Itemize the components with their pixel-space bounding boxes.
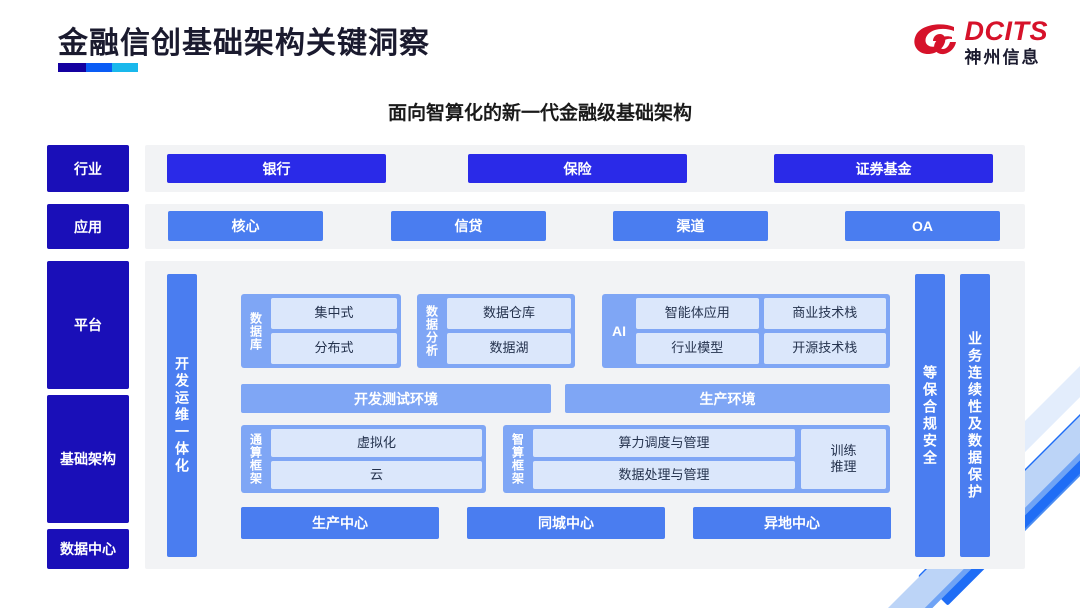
group-intelligent-compute-framework: 智算框架 算力调度与管理 数据处理与管理 训练 推理	[503, 425, 890, 493]
industry-chip-securities[interactable]: 证券基金	[774, 154, 993, 183]
diagram-subtitle: 面向智算化的新一代金融级基础架构	[387, 103, 692, 124]
sub-chip-opensource-stack[interactable]: 开源技术栈	[763, 333, 886, 364]
sub-chip-compute-scheduling[interactable]: 算力调度与管理	[533, 429, 795, 457]
industry-chip-insurance[interactable]: 保险	[468, 154, 687, 183]
brand-logo: DCITS 神州信息	[912, 18, 1049, 66]
datacenter-chip-remote[interactable]: 异地中心	[693, 507, 891, 539]
accent-segment-2	[86, 63, 112, 72]
environment-chip-dev-test[interactable]: 开发测试环境	[241, 384, 551, 413]
tier-label-datacenter[interactable]: 数据中心	[47, 529, 129, 569]
group-title-database: 数据库	[248, 311, 263, 351]
group-title-data-analysis: 数据分析	[424, 305, 439, 357]
accent-bar	[58, 63, 138, 72]
main-panel-content: 数据库 集中式 分布式 数据分析 数据仓库 数据湖 AI 智能体	[145, 261, 1025, 569]
application-chip-credit[interactable]: 信贷	[391, 211, 546, 241]
group-title-general-compute: 通算框架	[248, 433, 263, 485]
group-database: 数据库 集中式 分布式	[241, 294, 401, 368]
sub-chip-virtualization[interactable]: 虚拟化	[271, 429, 482, 457]
application-row-panel: 核心 信贷 渠道 OA	[145, 204, 1025, 249]
vertical-bar-security[interactable]: 等保合规安全	[915, 274, 945, 557]
sub-chip-industry-model[interactable]: 行业模型	[636, 333, 759, 364]
application-chip-core[interactable]: 核心	[168, 211, 323, 241]
accent-segment-3	[112, 63, 138, 72]
accent-segment-1	[58, 63, 86, 72]
page-title: 金融信创基础架构关键洞察	[58, 27, 430, 60]
sub-chip-commercial-stack[interactable]: 商业技术栈	[763, 298, 886, 329]
group-title-intelligent-compute: 智算框架	[510, 433, 525, 485]
tier-label-industry[interactable]: 行业	[47, 145, 129, 192]
sub-chip-data-processing[interactable]: 数据处理与管理	[533, 461, 795, 489]
tier-label-platform[interactable]: 平台	[47, 261, 129, 389]
sub-chip-cloud[interactable]: 云	[271, 461, 482, 489]
logo-chinese: 神州信息	[964, 48, 1041, 67]
group-ai: AI 智能体应用 行业模型 商业技术栈 开源技术栈	[602, 294, 890, 368]
logo-text: DCITS 神州信息	[964, 16, 1049, 67]
datacenter-chip-production[interactable]: 生产中心	[241, 507, 439, 539]
tier-label-infrastructure[interactable]: 基础架构	[47, 395, 129, 523]
tier-label-application[interactable]: 应用	[47, 204, 129, 249]
application-chip-channel[interactable]: 渠道	[613, 211, 768, 241]
main-architecture-panel: 数据库 集中式 分布式 数据分析 数据仓库 数据湖 AI 智能体	[145, 261, 1025, 569]
slide-header: 金融信创基础架构关键洞察 DCITS 神州信息	[0, 0, 1080, 88]
sub-chip-data-lake[interactable]: 数据湖	[447, 333, 571, 364]
datacenter-chip-same-city[interactable]: 同城中心	[467, 507, 665, 539]
sub-chip-agent-application[interactable]: 智能体应用	[636, 298, 759, 329]
vertical-bar-bcdr[interactable]: 业务连续性及数据保护	[960, 274, 990, 557]
dcits-swirl-logo-icon	[913, 24, 956, 55]
group-data-analysis: 数据分析 数据仓库 数据湖	[417, 294, 575, 368]
logo-english: DCITS	[964, 16, 1048, 46]
vertical-bar-devops[interactable]: 开发运维一体化	[167, 274, 197, 557]
sub-chip-training-inference[interactable]: 训练 推理	[801, 429, 886, 489]
industry-chip-bank[interactable]: 银行	[167, 154, 386, 183]
sub-chip-centralized[interactable]: 集中式	[271, 298, 397, 329]
application-chip-oa[interactable]: OA	[845, 211, 1000, 241]
sub-chip-data-warehouse[interactable]: 数据仓库	[447, 298, 571, 329]
group-title-ai: AI	[612, 323, 626, 339]
environment-chip-production[interactable]: 生产环境	[565, 384, 890, 413]
group-general-compute-framework: 通算框架 虚拟化 云	[241, 425, 486, 493]
industry-row-panel: 银行 保险 证券基金	[145, 145, 1025, 192]
sub-chip-distributed[interactable]: 分布式	[271, 333, 397, 364]
